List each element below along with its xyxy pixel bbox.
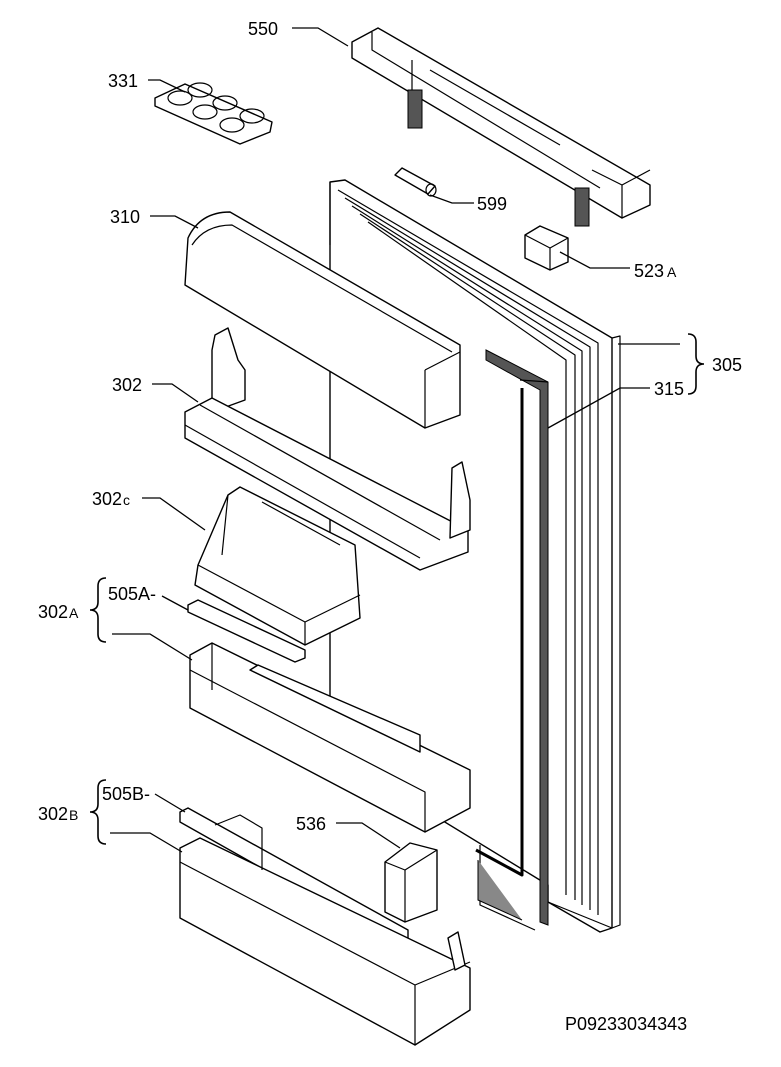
brace-302A (89, 577, 107, 643)
label-305: 305 (712, 355, 742, 375)
pin-599 (394, 167, 437, 197)
small-box-302c (194, 486, 361, 646)
label-315: 315 (654, 379, 684, 399)
label-302c: 302c (92, 489, 130, 509)
label-599: 599 (477, 194, 507, 214)
label-331: 331 (108, 71, 138, 91)
hinge-bar-550 (351, 27, 651, 227)
door-frame-305 (329, 179, 621, 933)
leader-lines (110, 27, 680, 853)
label-302: 302 (112, 375, 142, 395)
label-302B: 302B (38, 804, 78, 824)
reference-number: P09233034343 (565, 1014, 687, 1034)
door-shelf-302 (184, 327, 471, 571)
brace-302B (89, 779, 107, 845)
door-shelf-302A (189, 642, 471, 833)
dairy-lid-310 (184, 211, 461, 429)
door-shelf-302B (179, 814, 471, 1046)
label-505A: 505A- (108, 584, 156, 604)
egg-tray-331 (154, 82, 273, 145)
label-302A: 302A (38, 602, 79, 622)
brace-305 (687, 333, 705, 395)
label-550: 550 (248, 19, 278, 39)
label-310: 310 (110, 207, 140, 227)
label-505B: 505B- (102, 784, 150, 804)
strip-505A (187, 599, 306, 663)
bottle-holder-536 (384, 842, 438, 923)
door-gasket-315 (475, 349, 549, 926)
block-523A (524, 225, 569, 271)
label-536: 536 (296, 814, 326, 834)
